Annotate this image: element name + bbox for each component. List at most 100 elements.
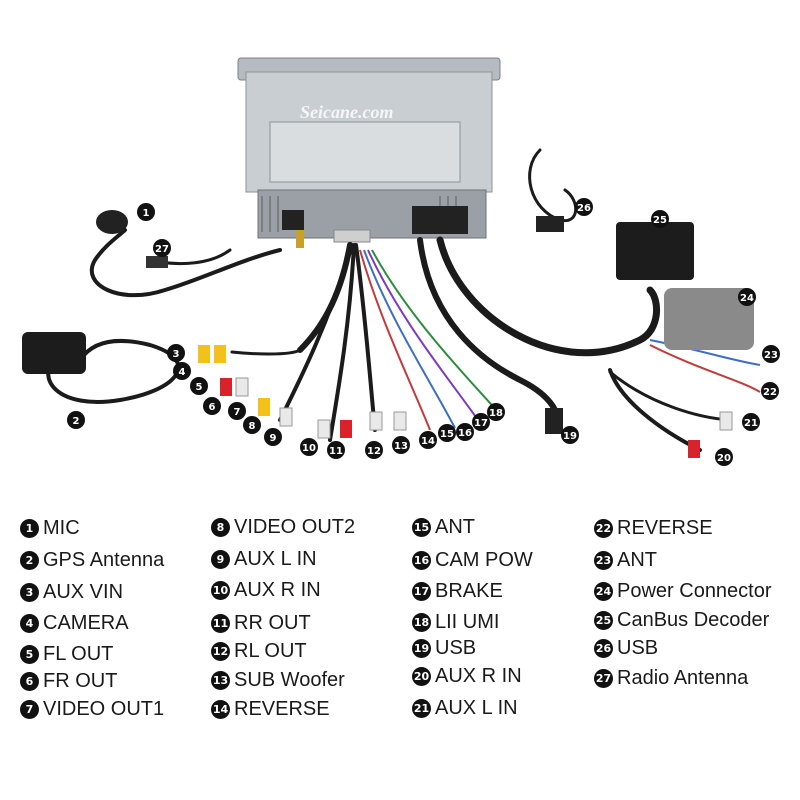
legend-label: ANT: [617, 549, 657, 571]
number-badge: 2: [20, 551, 39, 570]
microphone: [96, 210, 128, 234]
svg-text:26: 26: [577, 203, 591, 214]
svg-text:15: 15: [440, 429, 454, 440]
rca-plugs: [198, 345, 733, 458]
number-badge: 1: [20, 519, 39, 538]
svg-text:2: 2: [73, 416, 80, 427]
badge-24: 24: [738, 288, 756, 306]
svg-text:8: 8: [249, 421, 256, 432]
cables: [46, 148, 732, 452]
badge-18: 18: [487, 403, 505, 421]
svg-text:19: 19: [563, 431, 577, 442]
badge-21: 21: [742, 413, 760, 431]
svg-text:6: 6: [209, 402, 216, 413]
badge-14: 14: [419, 431, 437, 449]
usb-connector-19: [545, 408, 563, 434]
badge-26: 26: [575, 198, 593, 216]
badge-13: 13: [392, 436, 410, 454]
number-badge: 5: [20, 645, 39, 664]
svg-text:16: 16: [458, 428, 472, 439]
badge-3: 3: [167, 344, 185, 362]
number-badge: 17: [412, 582, 431, 601]
number-badge: 16: [412, 551, 431, 570]
number-badge: 23: [594, 551, 613, 570]
badge-2: 2: [67, 411, 85, 429]
legend-label: GPS Antenna: [43, 549, 165, 571]
svg-text:13: 13: [394, 441, 408, 452]
callout-badges: 1 2 3 4 5 6 7 8 9 10 11 12 13 14 15 16 1…: [67, 198, 780, 466]
number-badge: 24: [594, 582, 613, 601]
svg-text:9: 9: [270, 433, 277, 444]
legend-label: AUX L IN: [435, 697, 518, 719]
usb-connector-26: [536, 216, 564, 232]
badge-27: 27: [153, 239, 171, 257]
number-badge: 6: [20, 672, 39, 691]
badge-9: 9: [264, 428, 282, 446]
badge-8: 8: [243, 416, 261, 434]
svg-text:25: 25: [653, 215, 667, 226]
legend-label: RL OUT: [234, 640, 307, 662]
svg-text:24: 24: [740, 293, 754, 304]
svg-text:18: 18: [489, 408, 503, 419]
number-badge: 25: [594, 611, 613, 630]
legend-label: USB: [435, 637, 477, 659]
svg-text:5: 5: [196, 382, 203, 393]
legend-label: AUX R IN: [234, 579, 321, 601]
svg-text:3: 3: [173, 349, 180, 360]
radio-antenna-plug: [146, 256, 168, 268]
svg-text:21: 21: [744, 418, 758, 429]
number-badge: 20: [412, 667, 431, 686]
legend-label: VIDEO OUT1: [43, 698, 165, 720]
legend-label: AUX R IN: [435, 665, 522, 687]
badge-7: 7: [228, 402, 246, 420]
svg-text:1: 1: [143, 208, 150, 219]
legend-label: AUX L IN: [234, 548, 317, 570]
head-unit: Seicane.com: [237, 57, 501, 248]
legend-label: CanBus Decoder: [617, 609, 770, 631]
number-badge: 21: [412, 699, 431, 718]
power-connector: [664, 288, 754, 350]
wiring-diagram: Seicane.com: [22, 57, 780, 466]
badge-12: 12: [365, 441, 383, 459]
svg-text:27: 27: [155, 244, 169, 255]
number-badge: 7: [20, 700, 39, 719]
svg-text:22: 22: [763, 387, 777, 398]
legend-label: CAM POW: [435, 549, 533, 571]
legend-label: VIDEO OUT2: [234, 516, 356, 538]
legend-label: Power Connector: [617, 580, 772, 602]
number-badge: 15: [412, 518, 431, 537]
badge-17: 17: [472, 413, 490, 431]
badge-22: 22: [761, 382, 779, 400]
badge-4: 4: [173, 362, 191, 380]
canbus-decoder: [616, 222, 694, 280]
legend-label: CAMERA: [43, 612, 129, 634]
badge-5: 5: [190, 377, 208, 395]
svg-text:20: 20: [717, 453, 731, 464]
number-badge: 19: [412, 639, 431, 658]
brand-watermark: Seicane.com: [300, 102, 393, 122]
legend-label: FR OUT: [43, 670, 118, 692]
badge-15: 15: [438, 424, 456, 442]
svg-text:23: 23: [764, 350, 778, 361]
svg-text:17: 17: [474, 418, 488, 429]
legend-label: REVERSE: [234, 698, 330, 720]
number-badge: 14: [211, 700, 230, 719]
